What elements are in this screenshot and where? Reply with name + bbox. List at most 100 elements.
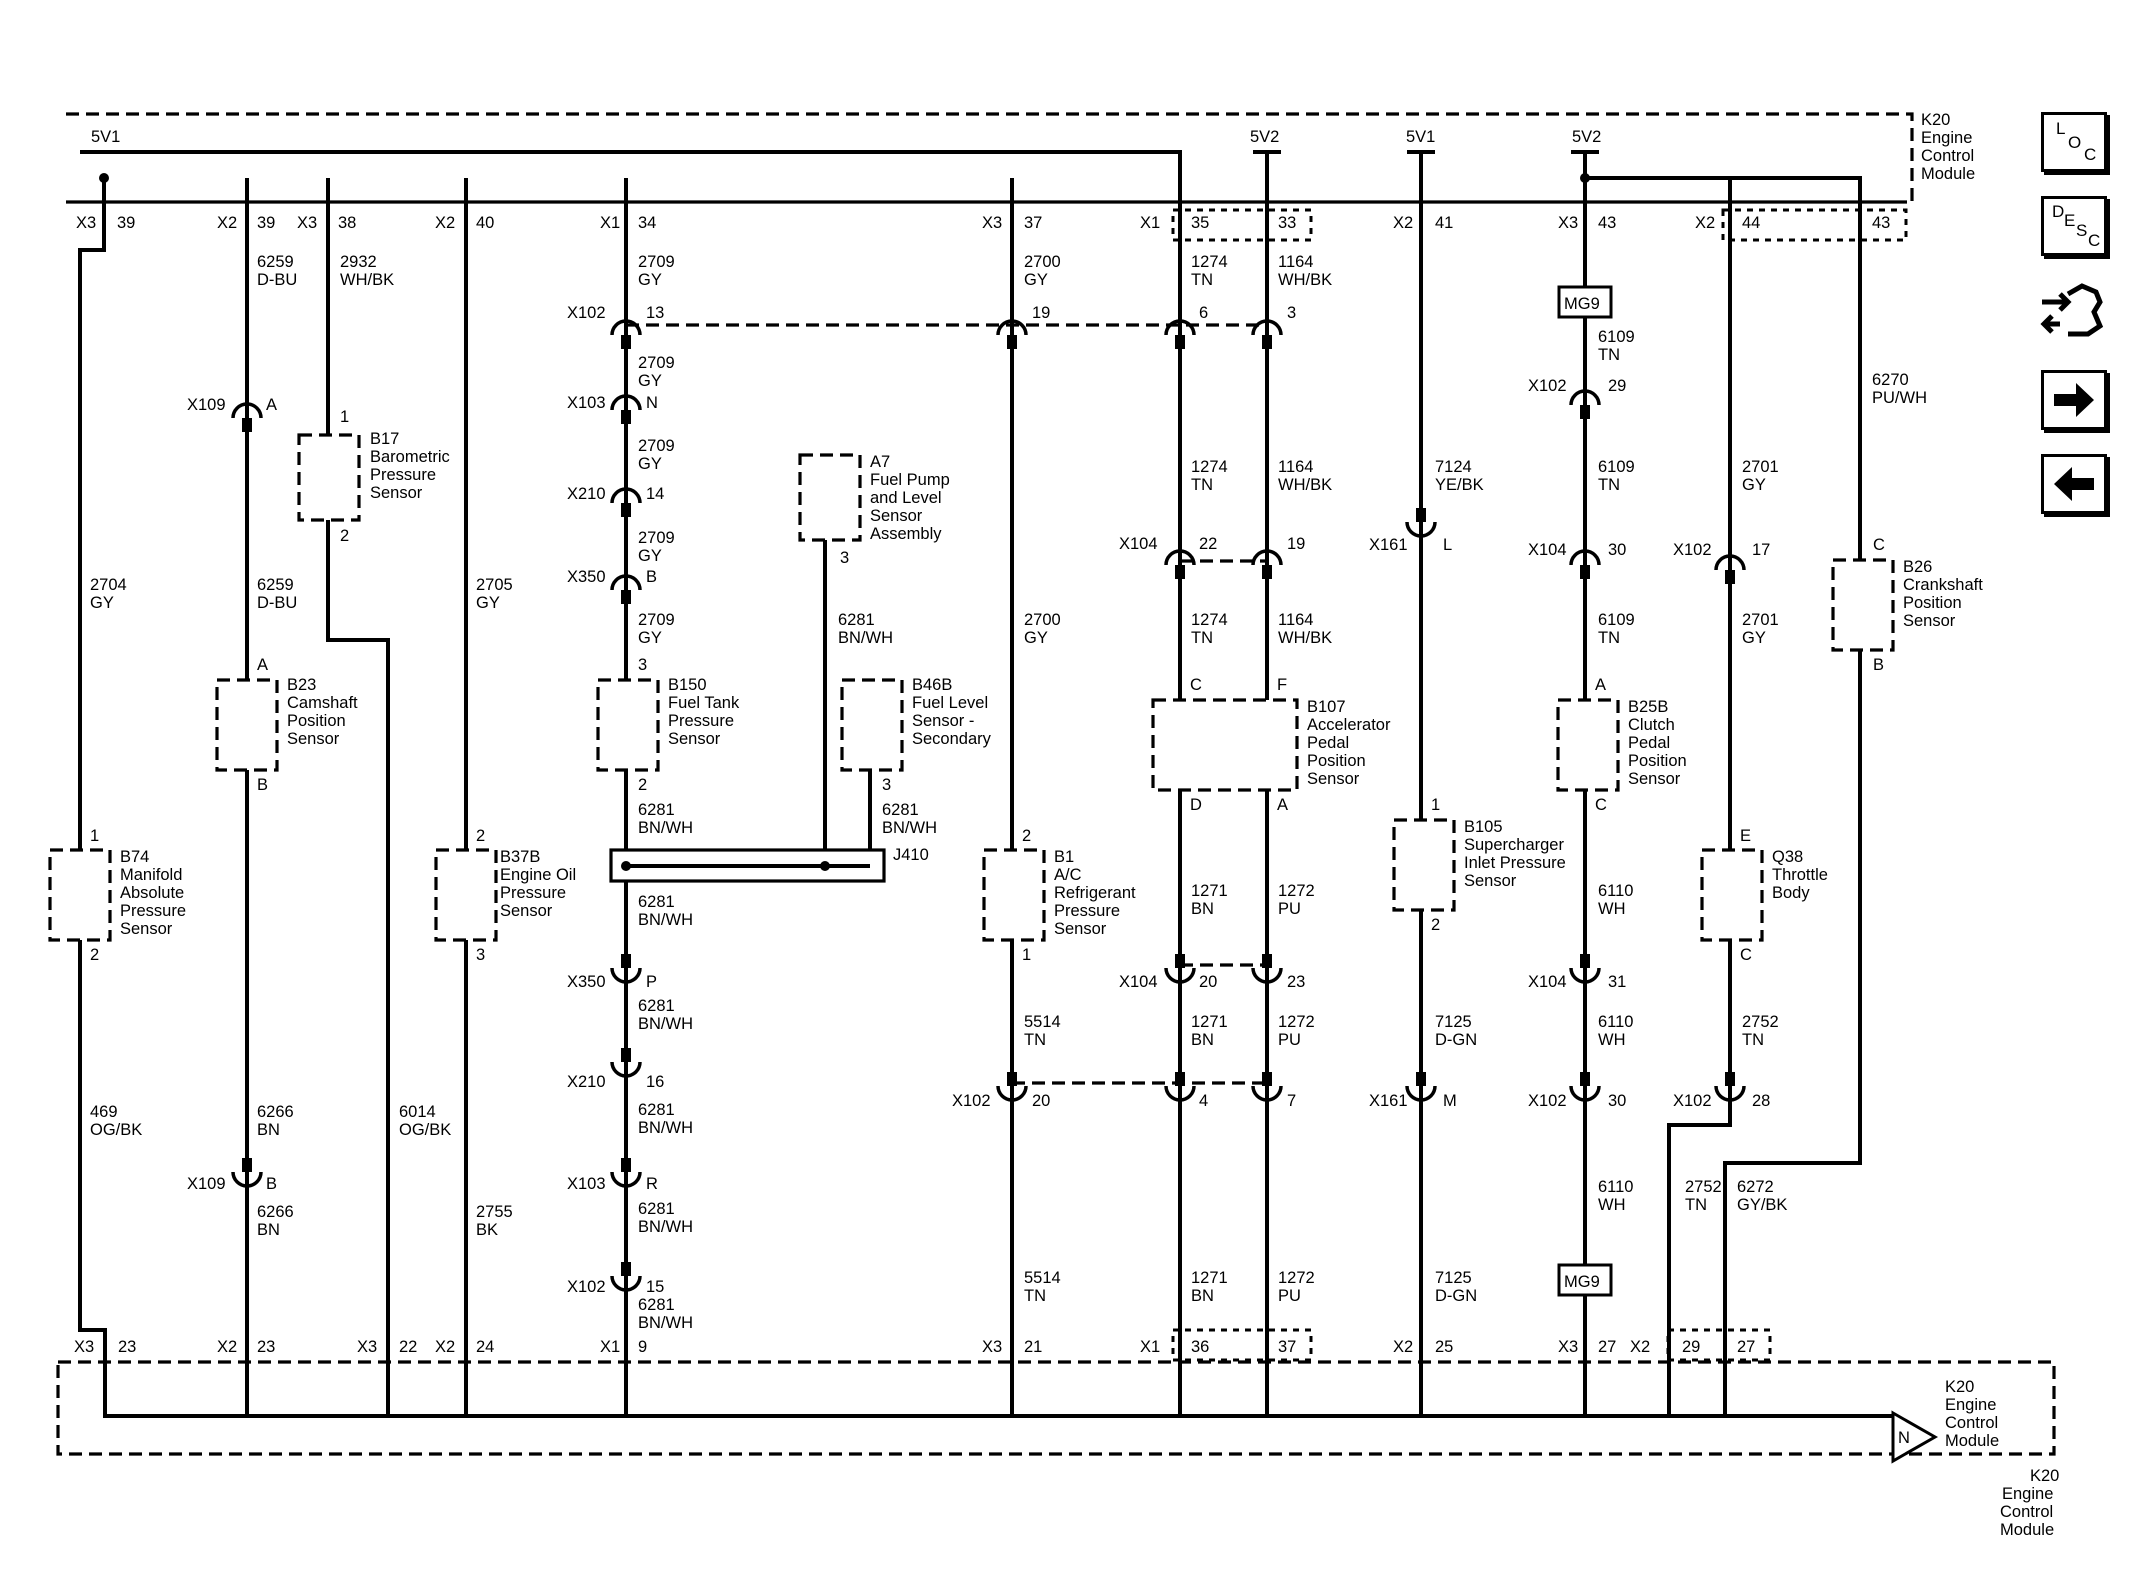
location-button[interactable]: L O C: [2041, 112, 2107, 172]
wire-circuit: 1164: [1278, 458, 1313, 476]
wire-color: TN: [1191, 629, 1213, 647]
cavity-label: 23: [1287, 973, 1305, 991]
bus-ground-return: [103, 1410, 1893, 1418]
wire-color: TN: [1024, 1287, 1046, 1305]
location-letter-c: C: [2084, 145, 2097, 164]
component-a7-line3: Sensor: [870, 507, 923, 525]
component-a7-line1: Fuel Pump: [870, 471, 950, 489]
arrow-right-icon: [2054, 383, 2094, 417]
wire-b26: [1723, 650, 1862, 1416]
cavity-label: 2: [1431, 916, 1440, 934]
wire-circuit: 6281: [638, 893, 675, 911]
module-desc-top-3: Module: [1921, 165, 1975, 183]
wire-color: D-GN: [1435, 1287, 1477, 1305]
component-b37b-line2: Pressure: [500, 884, 566, 902]
cavity-label: 2: [1022, 827, 1031, 845]
arrow-right-button[interactable]: [2041, 370, 2107, 430]
cavity-label: C: [1873, 536, 1885, 554]
component-b74: B74 Manifold Absolute Pressure Sensor: [48, 848, 186, 942]
component-b1-line4: Sensor: [1054, 920, 1107, 938]
wire-circuit: 2704: [90, 576, 127, 594]
connector-name: X109: [187, 1175, 226, 1193]
wire-b17: [326, 178, 390, 1416]
component-b37b-line3: Sensor: [500, 902, 553, 920]
cavity-label: 28: [1752, 1092, 1770, 1110]
component-b17-line2: Pressure: [370, 466, 436, 484]
top-pin-conn: X2: [1393, 214, 1413, 232]
cavity-label: B: [266, 1175, 277, 1193]
wire-circuit: 6272: [1737, 1178, 1774, 1196]
wire-circuit: 1272: [1278, 1013, 1315, 1031]
bottom-pin-number: 29: [1682, 1338, 1700, 1356]
top-pin-conn: X3: [982, 214, 1002, 232]
supply-label-1: 5V1: [91, 128, 120, 146]
cavity-label: L: [1443, 536, 1452, 554]
connector-name: X102: [567, 304, 606, 322]
wire-color: YE/BK: [1435, 476, 1484, 494]
wire-color: WH: [1598, 1196, 1626, 1214]
component-a7: A7 Fuel Pump and Level Sensor Assembly: [798, 453, 950, 543]
bottom-pin-number: 36: [1191, 1338, 1209, 1356]
module-desc-bottom-1: Engine: [1945, 1396, 1996, 1414]
top-pin-number: 35: [1191, 214, 1209, 232]
location-letter-o: O: [2068, 133, 2082, 152]
wire-color: GY: [638, 547, 662, 565]
connector-name: X350: [567, 568, 606, 586]
wire-color: BN: [257, 1221, 280, 1239]
wire-circuit: 6281: [838, 611, 875, 629]
connector-names: X109 X109 X102 X103 X210 X350 X350 X210 …: [187, 304, 1712, 1296]
component-b105-line3: Sensor: [1464, 872, 1517, 890]
connector-end-view-icon[interactable]: [2038, 280, 2110, 342]
wire-color: GY: [90, 594, 114, 612]
top-pin-number: 40: [476, 214, 494, 232]
component-b25b-id: B25B: [1628, 698, 1668, 716]
component-b23-line1: Camshaft: [287, 694, 358, 712]
top-pin-number: 41: [1435, 214, 1453, 232]
subconnector-x2-bottom: [1666, 1328, 1772, 1362]
wire-color: PU: [1278, 1031, 1301, 1049]
component-b23-line2: Position: [287, 712, 346, 730]
wire-color: GY: [1024, 629, 1048, 647]
top-pin-number: 39: [257, 214, 275, 232]
wire-color: GY: [638, 372, 662, 390]
cavity-label: 3: [476, 946, 485, 964]
wire-color: D-GN: [1435, 1031, 1477, 1049]
wire-color: BN: [1191, 900, 1214, 918]
top-pin-conn: X3: [1558, 214, 1578, 232]
connector-name: X103: [567, 1175, 606, 1193]
wire-color: WH: [1598, 1031, 1626, 1049]
supply-5v2-mid: 5V2: [1250, 128, 1281, 154]
connector-name: X102: [1528, 1092, 1567, 1110]
wire-color: TN: [1191, 476, 1213, 494]
wire-circuit: 1274: [1191, 611, 1228, 629]
wire-color: WH/BK: [1278, 629, 1332, 647]
connector-name: X161: [1369, 536, 1408, 554]
component-b1: B1 A/C Refrigerant Pressure Sensor: [982, 848, 1136, 942]
description-letter-s: S: [2076, 221, 2088, 240]
wire-circuit: 7124: [1435, 458, 1472, 476]
component-b150-line1: Fuel Tank: [668, 694, 740, 712]
cavity-label: 3: [638, 656, 647, 674]
bottom-pin-number: 37: [1278, 1338, 1296, 1356]
cavity-label: B: [646, 568, 657, 586]
wire-color: D-BU: [257, 594, 297, 612]
wire-color: GY: [476, 594, 500, 612]
wire-circuit: 2755: [476, 1203, 513, 1221]
component-b107-line1: Accelerator: [1307, 716, 1391, 734]
component-b105: B105 Supercharger Inlet Pressure Sensor: [1392, 818, 1566, 912]
cavity-label: 30: [1608, 541, 1626, 559]
description-button[interactable]: D E S C: [2041, 196, 2107, 256]
arrow-left-button[interactable]: [2041, 454, 2107, 514]
connector-name: X104: [1528, 541, 1567, 559]
component-b17-id: B17: [370, 430, 399, 448]
wire-color: TN: [1024, 1031, 1046, 1049]
top-pin-number: 33: [1278, 214, 1296, 232]
top-pin-number: 44: [1742, 214, 1760, 232]
wire-color: TN: [1742, 1031, 1764, 1049]
wire-circuit: 2701: [1742, 611, 1779, 629]
cavity-label: A: [266, 396, 277, 414]
wire-color: TN: [1191, 271, 1213, 289]
connector-name: X102: [952, 1092, 991, 1110]
wire-circuit: 1272: [1278, 1269, 1315, 1287]
